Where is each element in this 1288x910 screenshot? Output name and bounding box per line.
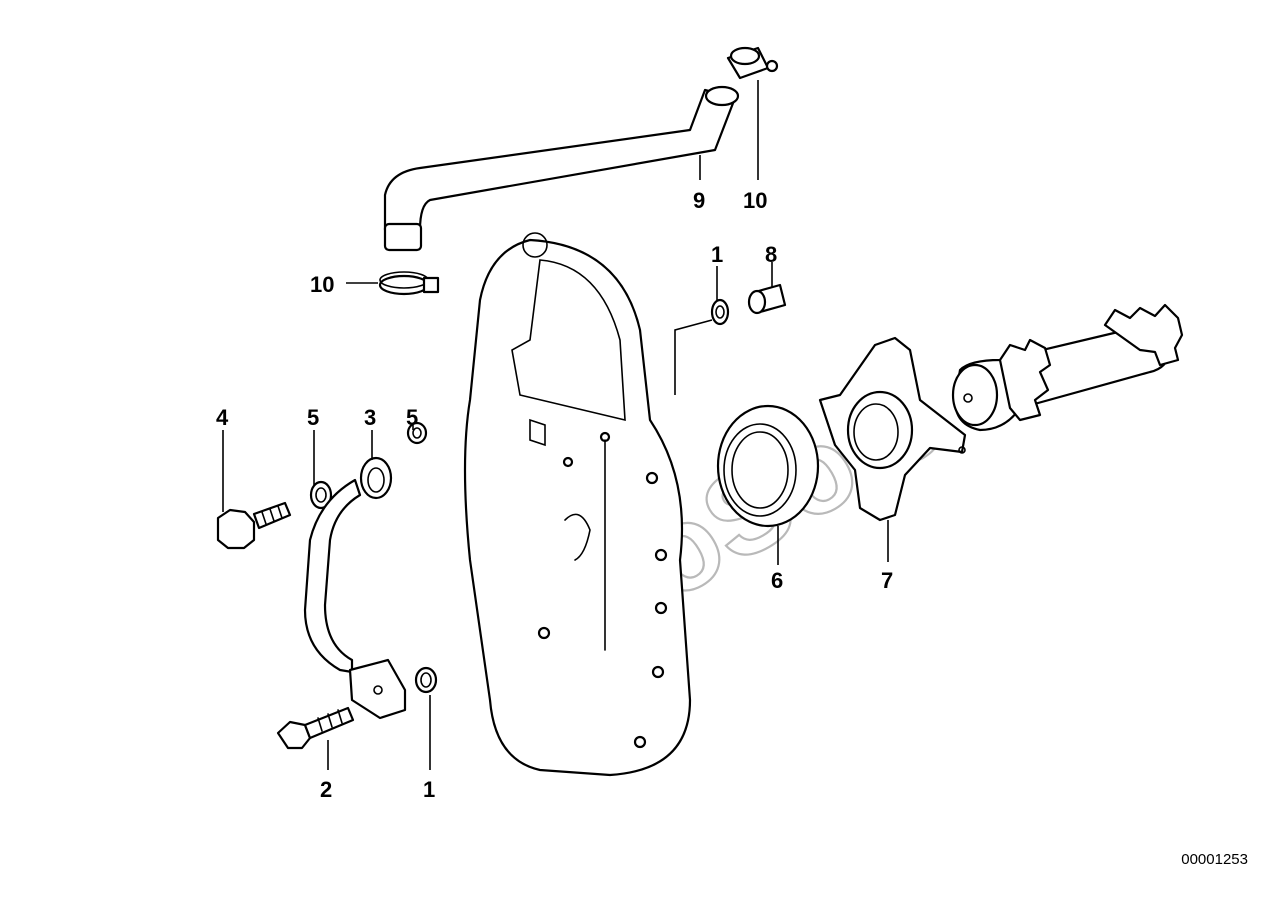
diagram-code: 00001253 — [1181, 851, 1248, 868]
part-10-clamp-left[interactable] — [378, 271, 440, 296]
callout-labels: 1 8 9 10 10 4 5 3 5 6 7 2 1 — [216, 188, 893, 802]
callout-4: 4 — [216, 405, 229, 430]
part-2-bolt[interactable] — [276, 706, 355, 750]
drive-shaft[interactable] — [951, 303, 1184, 432]
callout-1-bottom: 1 — [423, 777, 435, 802]
part-10-clamp-top[interactable] — [726, 46, 779, 80]
part-9-hose[interactable] — [383, 85, 740, 252]
part-8-sleeve[interactable] — [747, 283, 787, 315]
callout-8: 8 — [765, 242, 777, 267]
part-3-oil-pipe[interactable] — [303, 456, 407, 720]
callout-9: 9 — [693, 188, 705, 213]
callout-5-left: 5 — [307, 405, 319, 430]
timing-case-cover[interactable] — [463, 232, 692, 777]
part-6-seal[interactable] — [716, 404, 820, 528]
leader-lines — [222, 80, 889, 770]
part-7-bracket[interactable] — [818, 336, 967, 522]
part-1-washer-bottom[interactable] — [414, 666, 438, 694]
callout-10-top: 10 — [743, 188, 767, 213]
callout-6: 6 — [771, 568, 783, 593]
part-1-washer-top[interactable] — [710, 298, 730, 326]
callout-3: 3 — [364, 405, 376, 430]
callout-2: 2 — [320, 777, 332, 802]
part-5-washer-left[interactable] — [309, 480, 333, 510]
callout-10-left: 10 — [310, 272, 334, 297]
callout-1-top: 1 — [711, 242, 723, 267]
part-4-banjo-bolt[interactable] — [216, 501, 292, 550]
callout-7: 7 — [881, 568, 893, 593]
callout-5-right: 5 — [406, 405, 418, 430]
